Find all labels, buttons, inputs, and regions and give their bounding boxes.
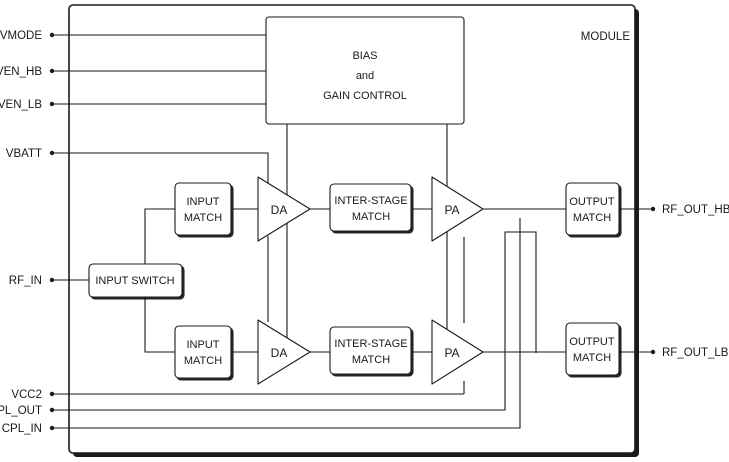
input-match-lb-line-2: MATCH	[184, 355, 222, 367]
input-match-lb-block	[174, 325, 232, 379]
input-switch-block	[88, 263, 183, 298]
inter-stage-match-lb-line-2: MATCH	[352, 354, 390, 366]
input-match-hb-line-1: INPUT	[187, 196, 220, 208]
pin-label-rf-out-hb: RF_OUT_HB	[662, 204, 729, 216]
bias-gain-control-block	[265, 16, 465, 125]
wires	[50, 34, 652, 429]
inter-stage-match-lb-block	[329, 326, 412, 375]
input-match-lb-line-1: INPUT	[187, 339, 220, 351]
pin-label-cpl-out: CPL_OUT	[0, 405, 42, 417]
driver-amp-hb-label: DA	[271, 203, 288, 217]
driver-amp-hb	[257, 176, 311, 242]
inter-stage-match-hb-line-2: MATCH	[352, 211, 390, 223]
inter-stage-match-lb-line-1: INTER-STAGE	[334, 338, 407, 350]
input-match-hb-block	[174, 182, 232, 236]
power-amp-hb-label: PA	[444, 203, 459, 217]
pin-label-ven-lb: VEN_LB	[0, 99, 42, 111]
module-label: MODULE	[581, 31, 631, 43]
power-amp-lb	[431, 319, 484, 385]
input-switch-label: INPUT SWITCH	[95, 275, 174, 287]
pin-label-vcc2: VCC2	[11, 389, 42, 401]
output-match-hb-line-2: MATCH	[573, 212, 611, 224]
driver-amp-lb-label: DA	[271, 346, 288, 360]
input-match-hb-line-2: MATCH	[184, 212, 222, 224]
output-match-hb-block	[565, 182, 620, 236]
inter-stage-match-hb-block	[329, 183, 412, 232]
inter-stage-match-hb-line-1: INTER-STAGE	[334, 195, 407, 207]
pin-label-rf-in: RF_IN	[9, 275, 42, 287]
pin-label-rf-out-lb: RF_OUT_LB	[662, 347, 729, 359]
pin-label-cpl-in: CPL_IN	[2, 423, 42, 435]
power-amp-hb	[431, 176, 484, 242]
bias-block-line-1: BIAS	[352, 50, 377, 62]
output-match-lb-block	[565, 322, 620, 376]
output-match-lb-line-2: MATCH	[573, 352, 611, 364]
output-match-lb-line-1: OUTPUT	[569, 336, 615, 348]
driver-amp-lb	[257, 319, 311, 385]
output-match-hb-line-1: OUTPUT	[569, 196, 615, 208]
pin-label-ven-hb: VEN_HB	[0, 66, 42, 78]
power-amp-lb-label: PA	[444, 346, 459, 360]
bias-block-line-2: and	[356, 70, 374, 82]
pin-dots	[49, 32, 656, 431]
bias-block-line-3: GAIN CONTROL	[323, 90, 407, 102]
pin-label-vbatt: VBATT	[6, 148, 42, 160]
pin-label-vmode: VMODE	[0, 30, 42, 42]
